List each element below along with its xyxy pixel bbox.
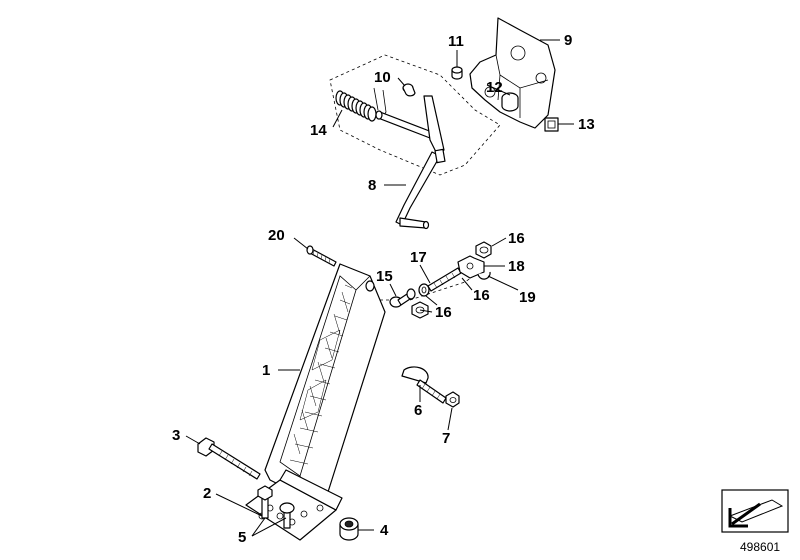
pedal-plate bbox=[264, 263, 386, 501]
callout-3: 3 bbox=[172, 427, 180, 444]
plug bbox=[451, 66, 463, 80]
callout-4: 4 bbox=[380, 522, 389, 539]
nut-16-middle bbox=[418, 283, 430, 297]
clip bbox=[477, 271, 491, 280]
callout-7: 7 bbox=[442, 430, 450, 447]
bushing bbox=[501, 92, 519, 112]
callout-17: 17 bbox=[410, 249, 427, 266]
return-spring bbox=[335, 87, 387, 122]
nut-16-upper bbox=[475, 241, 492, 259]
callout-15: 15 bbox=[376, 268, 393, 285]
callout-16-upper: 16 bbox=[508, 230, 525, 247]
orientation-icon bbox=[721, 489, 789, 533]
threaded-rod bbox=[427, 267, 462, 292]
callout-19: 19 bbox=[519, 289, 536, 306]
callouts: 1 2 3 4 5 6 7 8 9 10 11 12 13 14 15 16 1… bbox=[172, 32, 595, 546]
callout-13: 13 bbox=[578, 116, 595, 133]
bolt-5-left bbox=[257, 485, 273, 519]
callout-1: 1 bbox=[262, 362, 270, 379]
callout-18: 18 bbox=[508, 258, 525, 275]
leader-lines bbox=[185, 39, 574, 537]
bumper-stop bbox=[401, 366, 447, 404]
callout-10: 10 bbox=[374, 69, 391, 86]
callout-16-middle: 16 bbox=[473, 287, 490, 304]
sleeve-nut-4 bbox=[339, 517, 359, 541]
pedal-lever bbox=[375, 95, 446, 230]
callout-6: 6 bbox=[414, 402, 422, 419]
bolt-5-right bbox=[279, 502, 295, 529]
screw-20 bbox=[306, 245, 337, 267]
mounting-bracket bbox=[469, 17, 556, 129]
clip-nut bbox=[544, 117, 559, 132]
long-bolt bbox=[197, 437, 261, 480]
callout-12: 12 bbox=[486, 79, 503, 96]
callout-20: 20 bbox=[268, 227, 285, 244]
bolt-15 bbox=[389, 288, 416, 308]
callout-11: 11 bbox=[448, 33, 464, 50]
callout-2: 2 bbox=[203, 485, 211, 502]
callout-16-lower: 16 bbox=[435, 304, 452, 321]
reference-number: 498601 bbox=[740, 540, 781, 554]
nut-7 bbox=[445, 391, 460, 408]
sleeve bbox=[402, 83, 416, 97]
clevis bbox=[457, 255, 485, 279]
assembly-outline-upper bbox=[329, 54, 501, 176]
callout-5: 5 bbox=[238, 529, 246, 546]
callout-9: 9 bbox=[564, 32, 572, 49]
callout-14: 14 bbox=[310, 122, 327, 139]
callout-8: 8 bbox=[368, 177, 376, 194]
